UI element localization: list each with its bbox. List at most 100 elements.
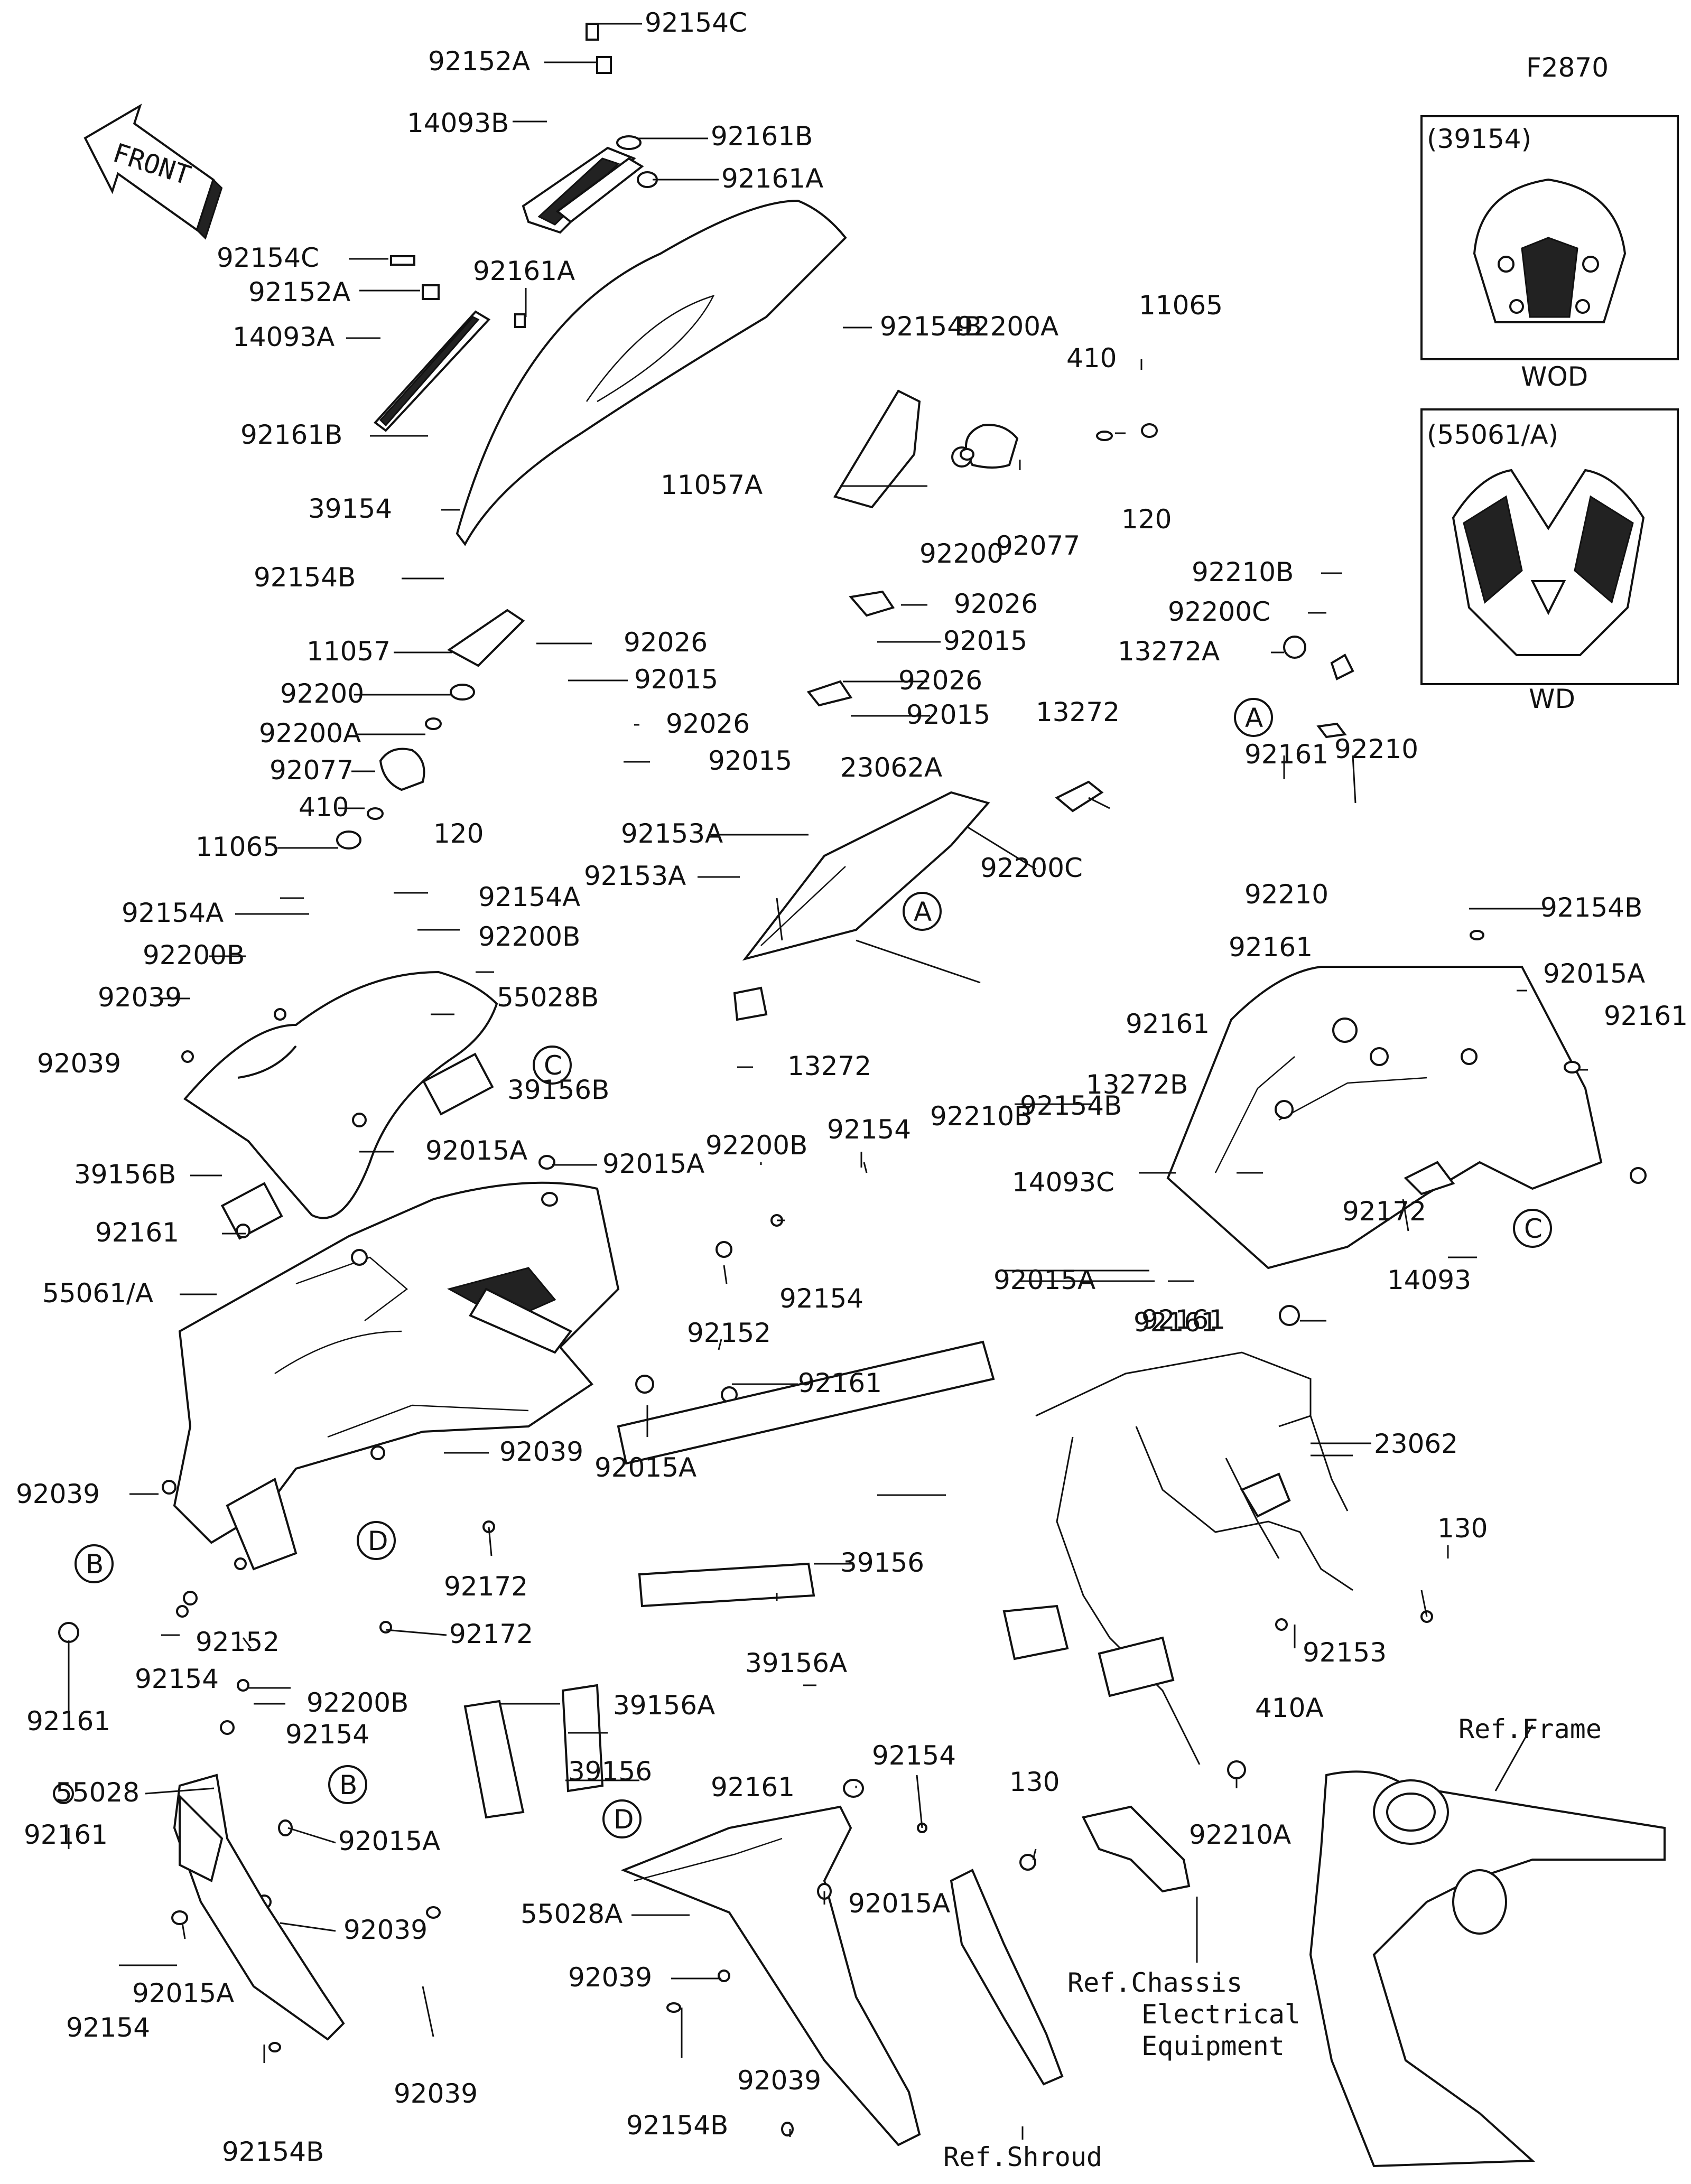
inset-code: (39154) bbox=[1427, 124, 1531, 154]
part-label: 92200 bbox=[919, 538, 1004, 569]
part-label: 92015 bbox=[906, 699, 990, 730]
part-label: 92077 bbox=[270, 755, 354, 786]
part-label: 92154B bbox=[626, 2110, 728, 2141]
part-label: 92152 bbox=[196, 1627, 280, 1657]
part-label: 92200B bbox=[143, 940, 245, 970]
part-label: 92154 bbox=[285, 1719, 369, 1750]
part-label: 11057 bbox=[306, 636, 391, 667]
callout-b: B bbox=[339, 1770, 357, 1800]
cowl-55061a bbox=[173, 1181, 620, 1544]
part-label: 92161 bbox=[24, 1819, 108, 1850]
callout-d: D bbox=[614, 1804, 634, 1835]
part-label: 92015A bbox=[602, 1149, 704, 1179]
part-label: 11057A bbox=[661, 470, 763, 500]
part-label: 39156B bbox=[74, 1159, 176, 1190]
bracket-11057 bbox=[447, 609, 525, 667]
part-label: 92154B bbox=[880, 311, 982, 342]
part-label: 410 bbox=[299, 792, 349, 823]
part-label: 92039 bbox=[16, 1479, 100, 1509]
part-label: 92200A bbox=[259, 718, 361, 749]
part-label: 23062A bbox=[840, 752, 942, 783]
part-label: 92015A bbox=[993, 1265, 1095, 1295]
part-label: 92210B bbox=[1192, 557, 1294, 587]
part-label: 55061/A bbox=[42, 1278, 153, 1309]
part-label: 92039 bbox=[394, 2078, 478, 2109]
part-label: 23062 bbox=[1374, 1429, 1458, 1459]
part-label: 14093A bbox=[233, 322, 335, 352]
part-label: 92026 bbox=[624, 627, 708, 658]
part-label: 92161 bbox=[1229, 932, 1313, 963]
part-label: 92200B bbox=[306, 1687, 408, 1718]
part-label: 92154 bbox=[827, 1114, 911, 1145]
part-label: 39154 bbox=[308, 493, 392, 524]
part-label: 92161A bbox=[473, 256, 575, 286]
part-label: 92153 bbox=[1303, 1637, 1387, 1668]
part-label: 92015 bbox=[634, 664, 718, 695]
part-label: 39156B bbox=[507, 1075, 609, 1105]
cowl-55028a bbox=[620, 1805, 921, 2146]
part-label: 92026 bbox=[898, 665, 982, 696]
shroud-ref-part bbox=[950, 1869, 1064, 2086]
part-label: 92154 bbox=[779, 1283, 863, 1314]
inset-windshield-wod: (39154) WOD bbox=[1420, 115, 1679, 392]
knob-92077 bbox=[965, 424, 1019, 469]
part-label: 92200 bbox=[280, 678, 364, 709]
part-label: 92172 bbox=[1342, 1196, 1426, 1227]
part-label: 92154A bbox=[122, 898, 224, 928]
part-label: 39156 bbox=[568, 1756, 652, 1787]
callout-a: A bbox=[914, 897, 932, 927]
callout-d: D bbox=[368, 1526, 388, 1556]
part-label: 130 bbox=[1009, 1767, 1060, 1797]
callout-c: C bbox=[1524, 1214, 1543, 1244]
part-label: 92015A bbox=[594, 1452, 696, 1483]
part-label: 92039 bbox=[343, 1915, 428, 1945]
part-label: 92200C bbox=[1168, 596, 1270, 627]
part-label: 39156A bbox=[745, 1648, 847, 1678]
part-label: 92015A bbox=[425, 1135, 527, 1166]
part-label: 92039 bbox=[568, 1962, 652, 1993]
part-label: 92015A bbox=[338, 1826, 440, 1856]
ref-chassis-line2: Electrical bbox=[1141, 1999, 1300, 2030]
part-label: 92039 bbox=[37, 1048, 121, 1079]
part-label: 92153A bbox=[621, 818, 723, 849]
front-arrow: FRONT bbox=[83, 104, 223, 240]
part-label: 92161 bbox=[26, 1706, 110, 1737]
part-label: 92200A bbox=[956, 311, 1058, 342]
part-label: 92154 bbox=[872, 1740, 956, 1771]
part-label: 120 bbox=[1121, 504, 1172, 535]
part-label: 92015 bbox=[708, 745, 792, 776]
part-label: 92161 bbox=[798, 1368, 882, 1398]
inset-variant: WD bbox=[1529, 684, 1575, 714]
inset-upper-cowl-wd: (55061/A) WD bbox=[1420, 408, 1679, 714]
part-label: 92015A bbox=[132, 1978, 234, 2009]
ref-frame: Ref.Frame bbox=[1458, 1714, 1602, 1744]
part-label: 92154C bbox=[217, 242, 319, 273]
callout-a: A bbox=[1245, 703, 1263, 733]
part-label: 13272 bbox=[1036, 697, 1120, 727]
bracket-11057a bbox=[833, 389, 921, 509]
ref-shroud: Ref.Shroud bbox=[943, 2142, 1102, 2172]
bracket-23062a bbox=[742, 791, 990, 961]
part-label: 92210 bbox=[1244, 879, 1328, 910]
part-label: 55028A bbox=[521, 1899, 622, 1929]
part-label: 92152 bbox=[687, 1318, 771, 1348]
part-graphics bbox=[53, 23, 1666, 2168]
part-label: 410 bbox=[1066, 343, 1117, 374]
part-label: 92161 bbox=[1126, 1009, 1210, 1039]
part-label: 92200B bbox=[478, 921, 580, 952]
part-label: 92015A bbox=[848, 1888, 950, 1919]
part-label: 92153A bbox=[584, 861, 686, 891]
frame-outline bbox=[1309, 1770, 1666, 2168]
part-label: 92154B bbox=[1540, 892, 1642, 923]
inset-code: (55061/A) bbox=[1427, 419, 1558, 450]
part-label: 120 bbox=[433, 818, 484, 849]
inner-cover-14093c bbox=[1166, 966, 1603, 1270]
part-label: 92172 bbox=[449, 1619, 533, 1649]
part-label: 11065 bbox=[196, 832, 280, 862]
part-label: 92161 bbox=[95, 1217, 179, 1248]
part-label: 92161 bbox=[1133, 1307, 1218, 1338]
part-label: 92161 bbox=[711, 1772, 795, 1803]
part-label: 92154B bbox=[1020, 1090, 1122, 1121]
part-label: 92015A bbox=[1543, 958, 1645, 989]
part-label: 92154 bbox=[66, 2012, 150, 2043]
